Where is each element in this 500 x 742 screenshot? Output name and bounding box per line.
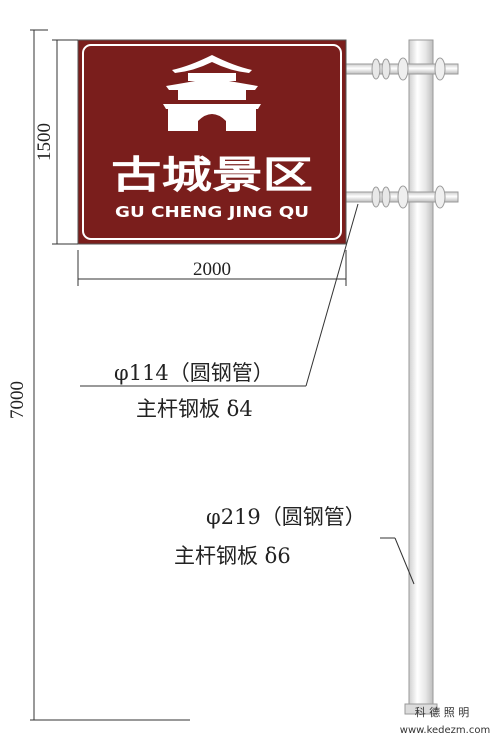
- note-main-pipe: φ219（圆钢管）: [206, 505, 366, 529]
- main-pole: [404, 39, 438, 715]
- dimension-sign-width: [77, 250, 347, 286]
- watermark-url: www.kedezm.com: [400, 725, 490, 736]
- dimension-label-sign-width: 2000: [193, 259, 231, 280]
- leader-arm-pipe: [80, 203, 359, 387]
- upper-arm: [343, 57, 459, 81]
- dimension-sign-height: [52, 39, 78, 245]
- note-main-plate: 主杆钢板 δ6: [174, 544, 291, 568]
- dimension-label-total-height: 7000: [7, 381, 28, 419]
- leader-main-pipe: [380, 537, 415, 585]
- sign-title-cn: 古城景区: [111, 153, 313, 197]
- watermark-brand: 科 德 照 明: [415, 705, 470, 719]
- dimension-label-sign-height: 1500: [34, 123, 55, 161]
- city-gate-icon: [163, 55, 261, 131]
- sign-title-en: GU CHENG JING QU: [115, 203, 309, 221]
- lower-arm: [343, 185, 459, 209]
- note-arm-pipe: φ114（圆钢管）: [114, 361, 274, 385]
- note-arm-plate: 主杆钢板 δ4: [136, 397, 253, 421]
- sign-panel: 古城景区 GU CHENG JING QU: [77, 39, 347, 245]
- dimension-total-height: [30, 29, 190, 721]
